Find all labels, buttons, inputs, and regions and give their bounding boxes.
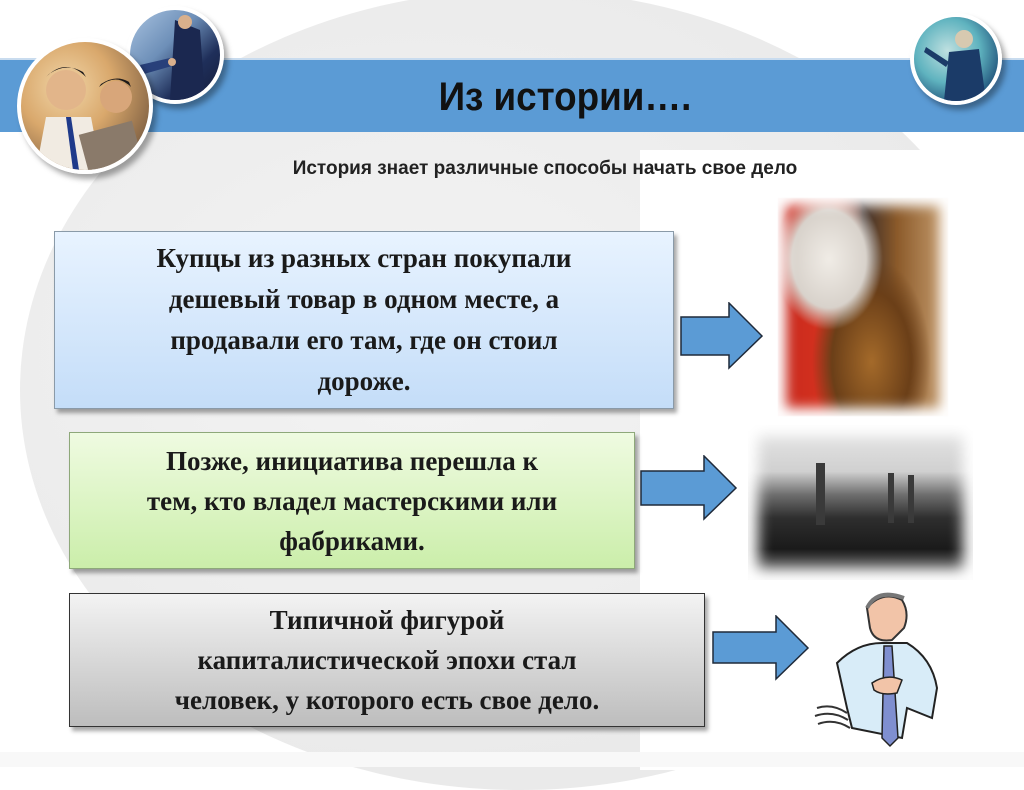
- factory-engraving: [748, 425, 973, 580]
- slide-subtitle: История знает различные способы начать с…: [292, 158, 798, 179]
- factories-text-box: Позже, инициатива перешла к тем, кто вла…: [69, 432, 635, 569]
- box-line: тем, кто владел мастерскими или: [146, 485, 558, 516]
- right-arrow-icon: [680, 302, 764, 370]
- box-line: Позже, инициатива перешла к: [165, 445, 539, 476]
- presenter-photo: [910, 13, 1002, 105]
- box-line: капиталистической эпохи стал: [197, 645, 577, 675]
- businessman-clipart: [814, 592, 939, 748]
- merchants-text-box: Купцы из разных стран покупали дешевый т…: [54, 231, 674, 409]
- box-line: Купцы из разных стран покупали: [156, 243, 572, 273]
- banner-top-line: [0, 58, 1024, 60]
- slide-title: Из истории….: [438, 75, 692, 119]
- box-line: дешевый товар в одном месте, а: [168, 284, 560, 314]
- businessmen-photo: [17, 38, 153, 174]
- merchant-painting: [778, 198, 948, 416]
- right-arrow-icon: [712, 615, 810, 681]
- box-line: фабриками.: [279, 525, 425, 556]
- box-line: Типичной фигурой: [269, 605, 505, 635]
- box-line: человек, у которого есть свое дело.: [174, 685, 600, 715]
- entrepreneur-text-box: Типичной фигурой капиталистической эпохи…: [69, 593, 705, 727]
- bottom-strip: [0, 752, 1024, 767]
- box-line: продавали его там, где он стоил: [170, 325, 558, 355]
- right-arrow-icon: [640, 455, 738, 521]
- box-line: дороже.: [317, 366, 411, 396]
